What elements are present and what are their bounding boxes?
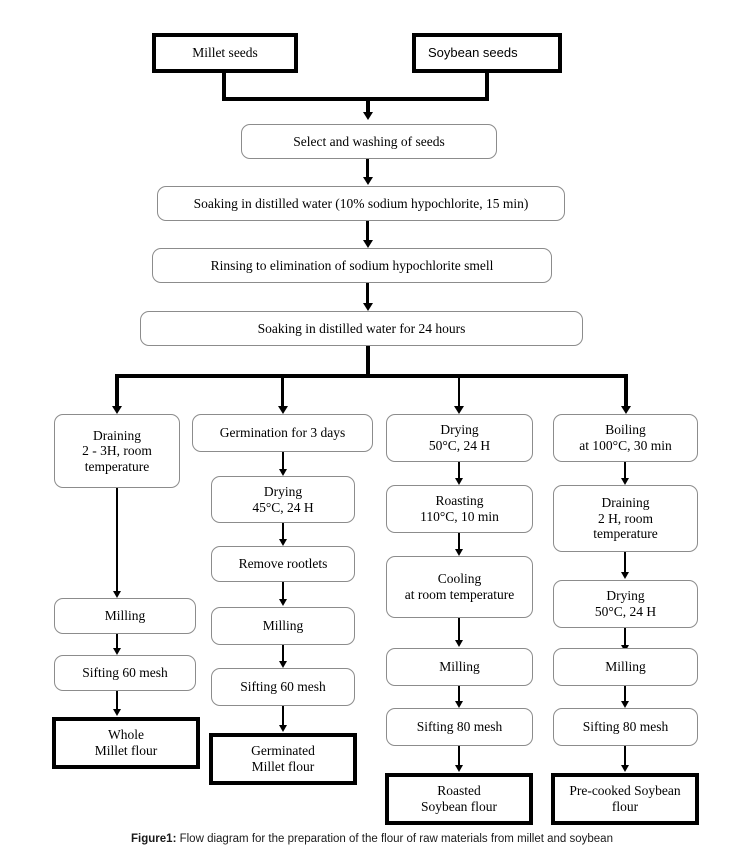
arrow-to-select <box>363 112 373 120</box>
connector-b2-milling-to-sifting <box>282 645 284 663</box>
connector-millet-down <box>222 73 226 100</box>
node-milling-3: Milling <box>386 648 533 686</box>
arrow-branch-2 <box>278 406 288 414</box>
arrow-b3-to-cooling <box>455 549 463 556</box>
connector-rinsing-to-soaking24 <box>366 283 369 304</box>
node-roasting-110c: Roasting 110°C, 10 min <box>386 485 533 533</box>
node-soaking-24h: Soaking in distilled water for 24 hours <box>140 311 583 346</box>
arrow-b3-to-sifting <box>455 701 463 708</box>
node-milling-4: Milling <box>553 648 698 686</box>
connector-b4-drying-to-milling <box>624 628 626 647</box>
connector-branch-bar <box>115 374 628 378</box>
connector-merge-bar <box>222 97 489 101</box>
figure-caption-label: Figure1: <box>131 833 177 845</box>
connector-branch-4-drop <box>624 374 628 408</box>
arrow-b2-to-sifting <box>279 661 287 668</box>
node-millet-seeds: Millet seeds <box>152 33 298 73</box>
arrow-branch-1 <box>112 406 122 414</box>
node-sifting-80-mesh-1: Sifting 80 mesh <box>386 708 533 746</box>
node-drying-45c: Drying 45°C, 24 H <box>211 476 355 523</box>
connector-soaking-to-rinsing <box>366 221 369 241</box>
arrow-to-rinsing <box>363 240 373 248</box>
arrow-to-soaking-24h <box>363 303 373 311</box>
connector-soybean-down <box>485 73 489 100</box>
node-milling-1: Milling <box>54 598 196 634</box>
connector-b2-germ-to-drying <box>282 452 284 471</box>
connector-b1-milling-to-sifting <box>116 634 118 650</box>
connector-soaking24-down <box>366 346 370 378</box>
node-remove-rootlets: Remove rootlets <box>211 546 355 582</box>
connector-b1-draining-to-milling <box>116 488 118 593</box>
node-draining-2h: Draining 2 H, room temperature <box>553 485 698 552</box>
node-whole-millet-flour: Whole Millet flour <box>52 717 200 769</box>
arrow-b3-to-output <box>455 765 463 772</box>
arrow-b2-to-rootlets <box>279 539 287 546</box>
node-sifting-60-mesh-1: Sifting 60 mesh <box>54 655 196 691</box>
figure-caption-text: Flow diagram for the preparation of the … <box>176 833 613 845</box>
arrow-b4-to-output <box>621 765 629 772</box>
node-milling-2: Milling <box>211 607 355 645</box>
connector-b4-boiling-to-draining <box>624 462 626 480</box>
connector-b4-milling-to-sifting <box>624 686 626 703</box>
arrow-b3-to-milling <box>455 640 463 647</box>
connector-b4-draining-to-drying <box>624 552 626 574</box>
connector-b3-roasting-to-cooling <box>458 533 460 551</box>
node-select-washing: Select and washing of seeds <box>241 124 497 159</box>
node-rinsing: Rinsing to elimination of sodium hypochl… <box>152 248 552 283</box>
figure-caption: Figure1: Flow diagram for the preparatio… <box>0 833 744 845</box>
node-precooked-soybean-flour: Pre-cooked Soybean flour <box>551 773 699 825</box>
node-drying-50c-1: Drying 50°C, 24 H <box>386 414 533 462</box>
arrow-b2-to-output <box>279 725 287 732</box>
arrow-branch-3 <box>454 406 464 414</box>
connector-branch-2-drop <box>281 374 284 408</box>
node-boiling-100c: Boiling at 100°C, 30 min <box>553 414 698 462</box>
arrow-b1-to-milling <box>113 591 121 598</box>
connector-merge-to-select <box>366 97 370 114</box>
node-drying-50c-2: Drying 50°C, 24 H <box>553 580 698 628</box>
arrow-b1-to-output <box>113 709 121 716</box>
connector-b4-sifting-to-output <box>624 746 626 767</box>
node-soybean-seeds: Soybean seeds <box>412 33 562 73</box>
node-sifting-80-mesh-2: Sifting 80 mesh <box>553 708 698 746</box>
arrow-b2-to-milling <box>279 599 287 606</box>
connector-b2-sifting-to-output <box>282 706 284 727</box>
node-roasted-soybean-flour: Roasted Soybean flour <box>385 773 533 825</box>
connector-b1-sifting-to-output <box>116 691 118 711</box>
arrow-branch-4 <box>621 406 631 414</box>
arrow-to-soaking-hypochlorite <box>363 177 373 185</box>
connector-branch-3-drop <box>458 374 460 408</box>
node-germination-3-days: Germination for 3 days <box>192 414 373 452</box>
node-sifting-60-mesh-2: Sifting 60 mesh <box>211 668 355 706</box>
connector-b3-drying-to-roasting <box>458 462 460 480</box>
node-soaking-hypochlorite: Soaking in distilled water (10% sodium h… <box>157 186 565 221</box>
connector-select-to-soaking <box>366 159 369 178</box>
connector-branch-1-drop <box>115 374 119 408</box>
node-draining-2-3h: Draining 2 - 3H, room temperature <box>54 414 180 488</box>
connector-b2-drying-to-rootlets <box>282 523 284 541</box>
node-cooling-room-temp: Cooling at room temperature <box>386 556 533 618</box>
arrow-b3-to-roasting <box>455 478 463 485</box>
arrow-b1-to-sifting <box>113 648 121 655</box>
arrow-b4-to-drying <box>621 572 629 579</box>
node-germinated-millet-flour: Germinated Millet flour <box>209 733 357 785</box>
connector-b3-cooling-to-milling <box>458 618 460 642</box>
connector-b2-rootlets-to-milling <box>282 582 284 601</box>
arrow-b2-to-drying <box>279 469 287 476</box>
arrow-b4-to-draining <box>621 478 629 485</box>
connector-b3-milling-to-sifting <box>458 686 460 703</box>
connector-b3-sifting-to-output <box>458 746 460 767</box>
arrow-b4-to-sifting <box>621 701 629 708</box>
